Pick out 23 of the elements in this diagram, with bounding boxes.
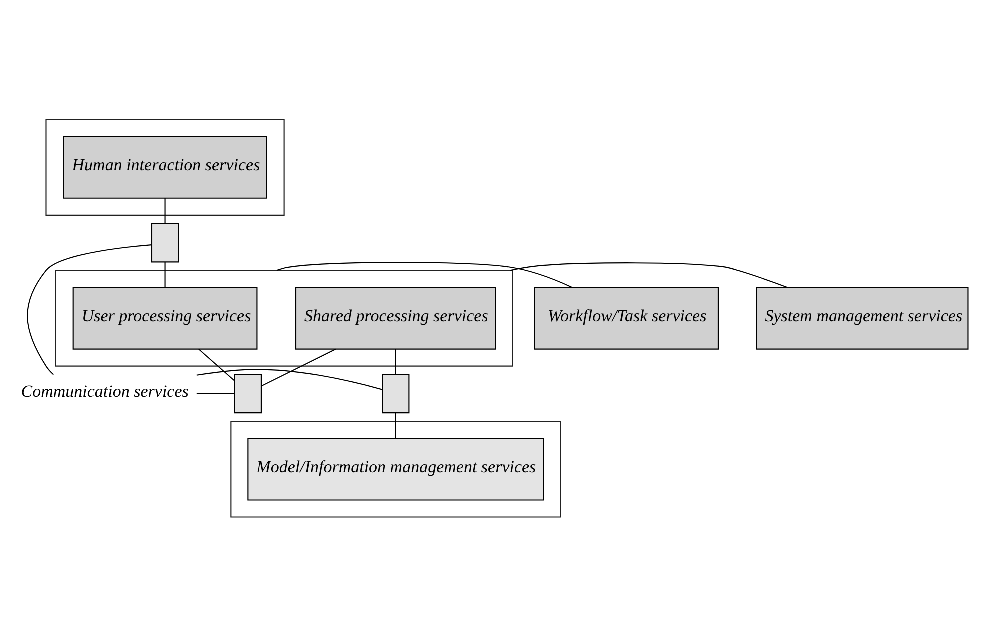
- node-bar: [151, 222, 180, 262]
- connector: [196, 392, 235, 394]
- node-box: Shared processing services: [295, 286, 496, 350]
- connector: [198, 348, 236, 381]
- node-bar: [234, 374, 262, 414]
- connector: [395, 348, 396, 374]
- node-box: Workflow/Task services: [534, 286, 719, 350]
- connector: [276, 262, 572, 288]
- node-box: Human interaction services: [63, 136, 268, 198]
- connector: [395, 412, 396, 438]
- node-box: Model/Information management services: [248, 438, 544, 500]
- connector: [164, 262, 166, 288]
- connector: [510, 262, 788, 288]
- connector: [27, 244, 152, 375]
- connector: [196, 368, 382, 390]
- cluster: [46, 118, 285, 216]
- cluster: [230, 420, 562, 518]
- connector: [164, 198, 166, 224]
- node-box: User processing services: [72, 286, 258, 350]
- node-text: Communication services: [21, 381, 189, 400]
- node-bar: [382, 374, 410, 414]
- cluster: [55, 270, 514, 366]
- node-box: System management services: [756, 286, 969, 350]
